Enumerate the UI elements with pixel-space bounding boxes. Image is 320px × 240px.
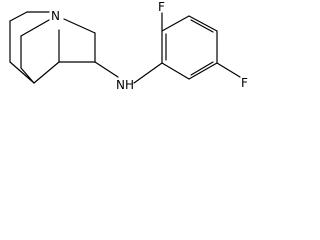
bond (9, 61, 35, 84)
fluorine-top-label: F (158, 0, 165, 14)
bond (161, 15, 190, 32)
bond (161, 62, 190, 80)
bond (216, 62, 241, 78)
bond (20, 19, 50, 37)
bond (190, 61, 214, 76)
bond (94, 61, 119, 78)
molecule-structure: N NH F F (9, 0, 248, 92)
bond (188, 15, 218, 32)
bond (190, 19, 214, 33)
bond (9, 11, 28, 22)
bond (133, 62, 163, 84)
bond (63, 18, 96, 34)
quinuclidine-n-label: N (51, 9, 60, 23)
fluorine-right-label: F (241, 76, 248, 90)
bond (33, 61, 60, 84)
bond (20, 67, 35, 84)
bond (188, 62, 218, 80)
amine-nh-label: NH (116, 78, 134, 92)
